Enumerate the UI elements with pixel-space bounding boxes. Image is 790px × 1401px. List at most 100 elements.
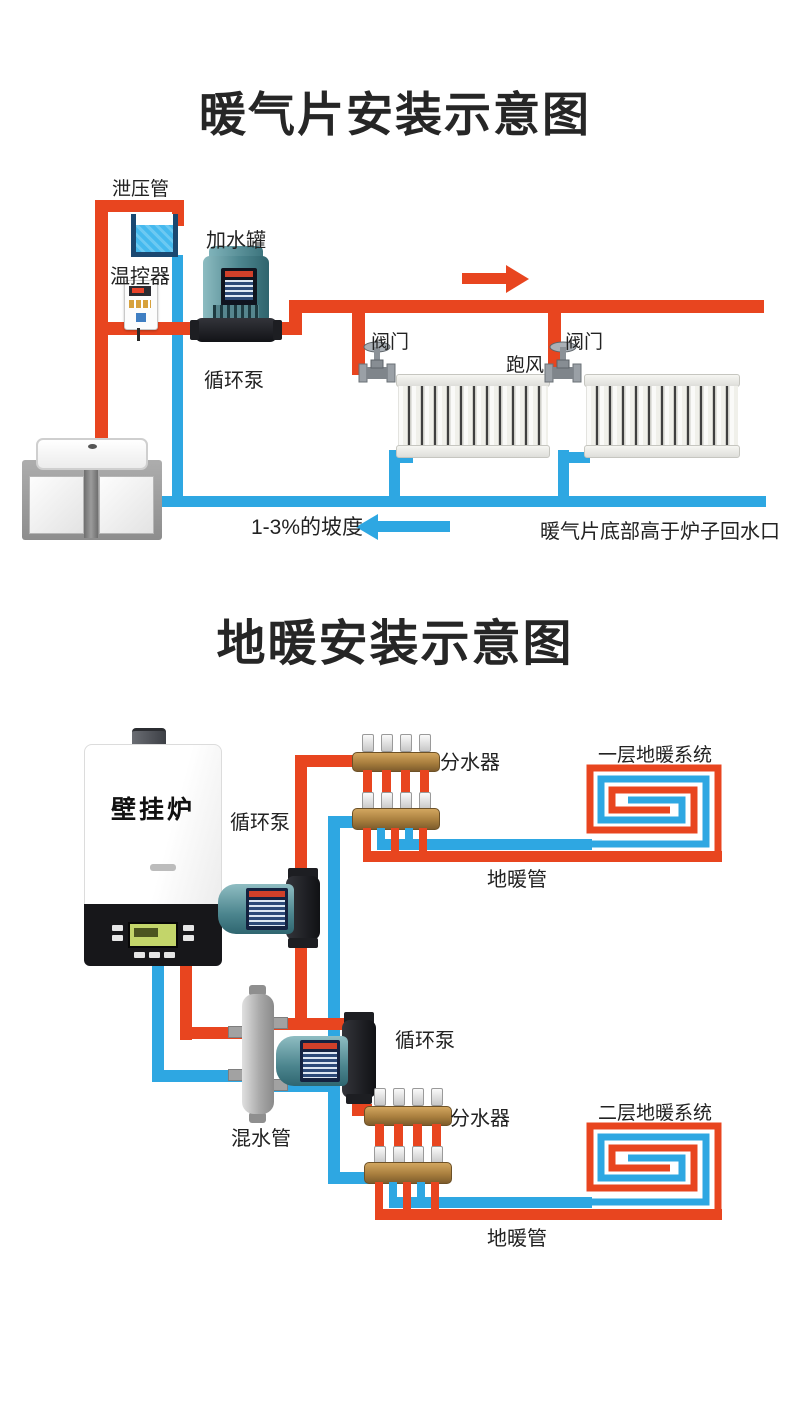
manifold1-stub-cold [377,828,385,848]
thermostat-device [124,280,158,330]
boiler-lcd-display [128,922,178,948]
boiler-button [183,935,194,941]
pump1-nameplate [246,888,288,930]
manifold1-drop-pipe [382,770,391,812]
label-valve-left: 阀门 [371,332,410,353]
pump-cooling-ribs [213,305,259,321]
return-riser-pipe [328,816,340,1184]
stove-panel-right [99,476,154,534]
manifold2-supply-bar [364,1106,452,1126]
manifold1-drop-pipe [363,770,372,812]
label-floor-pipe1: 地暖管 [487,869,547,891]
water-filling-tank [131,214,178,257]
manifold1-stub-hot [391,828,399,858]
radiator-1 [396,374,550,458]
manifold1-return-bar [352,808,440,830]
pump2-label-text [303,1052,337,1078]
floor2-supply-line [375,1209,722,1220]
flow-arrow-left-icon [356,514,378,540]
mixer-top-nub [249,985,266,996]
tank-down-pipe [172,255,183,501]
label-floor1-system: 一层地暖系统 [598,745,713,766]
pump-nameplate [221,268,257,306]
floor2-heating-coil [570,1122,722,1220]
pump2-bottom-flange [346,1094,372,1104]
label-pump1: 循环泵 [230,812,290,834]
label-relief-pipe: 泄压管 [112,179,170,200]
mixer-supply-branch [270,1018,352,1030]
manifold1-stub-hot [363,828,371,858]
thermostat-digits [132,288,144,293]
tank-water [136,225,173,252]
manifold2-valve-cap [412,1088,424,1106]
manifold2-stub-hot [431,1182,439,1220]
label-circulation-pump: 循环泵 [204,370,264,392]
manifold1-valve-cap [381,734,393,752]
boiler-return-to-mixer [152,1070,244,1082]
gate-valve-icon-right [544,341,582,383]
manifold2-stub-hot [403,1182,411,1220]
pump-volute [195,318,277,342]
pump-warn-strip [225,271,253,277]
floor2-return-line [389,1197,592,1208]
pump-flange-left [190,320,199,340]
manifold2-valve-cap [393,1088,405,1106]
basin-hole [88,444,97,449]
thermostat-wire [137,328,140,341]
boiler-lcd-digits [134,928,158,937]
label-thermostat: 温控器 [110,266,170,288]
stove-divider [84,462,98,538]
manifold1-supply-bar [352,752,440,772]
wall-hung-boiler [84,744,222,908]
radiator-diagram-title: 暖气片安装示意图 [199,88,591,141]
label-slope: 1-3%的坡度 [251,516,364,539]
manifold2-stub-hot [375,1182,383,1220]
radiator1-bottom-rail [396,445,550,458]
manifold2-stub-cold [389,1182,397,1208]
boiler-return-down-pipe [152,960,164,1082]
boiler-button [149,952,160,958]
manifold1-stub-cold [405,828,413,848]
boiler-button [183,925,194,931]
manifold1-supply-elbow [295,755,357,767]
return-main-pipe [155,496,766,507]
pump1-label-text [249,900,285,926]
radiator1-fins [398,386,548,446]
label-valve-right: 阀门 [565,332,604,353]
manifold2-valve-cap [374,1088,386,1106]
flow-arrow-left-shaft [377,521,450,532]
label-pump2: 循环泵 [395,1030,455,1052]
floor-heating-diagram-title: 地暖安装示意图 [216,617,574,671]
manifold1-drop-pipe [420,770,429,812]
boiler-name-text: 壁挂炉 [110,796,195,824]
thermostat-buttons [129,300,151,308]
radiator1-return-drop [389,450,400,500]
label-air-vent: 跑风 [506,355,545,376]
manifold1-valve-cap [400,734,412,752]
manifold2-return-elbow [328,1172,372,1184]
mixer-bottom-nub [249,1112,266,1123]
manifold1-valve-cap [362,734,374,752]
pump1-warn-strip [249,891,285,897]
radiator2-return-drop [558,450,569,500]
label-manifold2: 分水器 [450,1108,510,1130]
thermostat-sensor [136,313,146,322]
manifold2-stub-cold [417,1182,425,1208]
pump2-warn-strip [303,1043,337,1049]
floor1-heating-coil [570,764,722,862]
label-mixing-pipe: 混水管 [231,1128,291,1150]
floor1-return-line [377,839,592,850]
pump-label-text [225,280,253,300]
pump-top-cap [209,246,263,259]
stove-basin [36,438,148,470]
supply-main-pipe [289,300,764,313]
radiator-2 [584,374,740,458]
manifold2-valve-cap [431,1088,443,1106]
radiator2-return-stub [558,452,590,463]
manifold2-return-bar [364,1162,452,1184]
mixer-port-right-upper [272,1017,288,1029]
radiator2-fins [586,386,738,446]
gate-valve-icon-left [358,341,396,383]
boiler-vent-slot [150,864,176,871]
